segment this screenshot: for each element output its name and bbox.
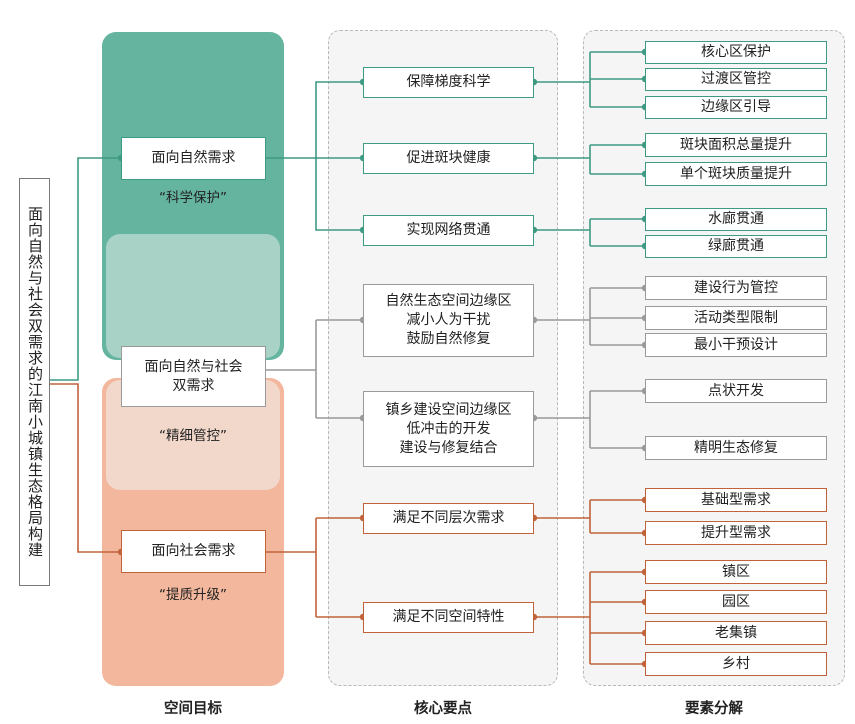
element-box: 斑块面积总量提升 [645, 133, 827, 157]
element-box: 镇区 [645, 560, 827, 584]
point-gradient: 保障梯度科学 [363, 67, 534, 98]
element-box: 边缘区引导 [645, 96, 827, 119]
goal-social-quote: “提质升级” [159, 587, 227, 603]
element-box: 老集镇 [645, 621, 827, 645]
core-points-panel [328, 30, 558, 686]
goal-dual-quote: “精细管控” [159, 428, 227, 444]
element-box: 核心区保护 [645, 41, 827, 64]
element-box: 精明生态修复 [645, 436, 827, 460]
root-title: 面向自然与社会双需求的江南小城镇生态格局构建 [19, 178, 50, 586]
element-box: 绿廊贯通 [645, 235, 827, 258]
orange-connectors [50, 383, 645, 665]
element-box: 建设行为管控 [645, 276, 827, 300]
element-box: 基础型需求 [645, 488, 827, 512]
point-patch: 促进斑块健康 [363, 143, 534, 174]
element-box: 活动类型限制 [645, 306, 827, 330]
goal-dual-box: 面向自然与社会 双需求 [121, 346, 266, 407]
point-network: 实现网络贯通 [363, 215, 534, 246]
element-box: 水廊贯通 [645, 208, 827, 231]
element-box: 点状开发 [645, 379, 827, 403]
goal-natural-box: 面向自然需求 [121, 137, 266, 180]
gray-connectors [266, 287, 645, 449]
footer-core-points: 核心要点 [414, 701, 472, 717]
point-levels: 满足不同层次需求 [363, 503, 534, 534]
goal-band-dual-upper [106, 234, 280, 358]
green-connectors [50, 51, 645, 381]
element-box: 最小干预设计 [645, 333, 827, 357]
element-box: 乡村 [645, 652, 827, 676]
element-box: 园区 [645, 590, 827, 614]
element-box: 过渡区管控 [645, 68, 827, 91]
point-town-edge: 镇乡建设空间边缘区 低冲击的开发 建设与修复结合 [363, 391, 534, 467]
goal-social-box: 面向社会需求 [121, 530, 266, 573]
element-box: 单个斑块质量提升 [645, 162, 827, 186]
point-space: 满足不同空间特性 [363, 602, 534, 633]
goal-natural-quote: “科学保护” [159, 190, 227, 206]
footer-elements: 要素分解 [685, 701, 743, 717]
point-natural-edge: 自然生态空间边缘区 减小人为干扰 鼓励自然修复 [363, 284, 534, 357]
footer-spatial-goals: 空间目标 [164, 701, 222, 717]
element-box: 提升型需求 [645, 521, 827, 545]
